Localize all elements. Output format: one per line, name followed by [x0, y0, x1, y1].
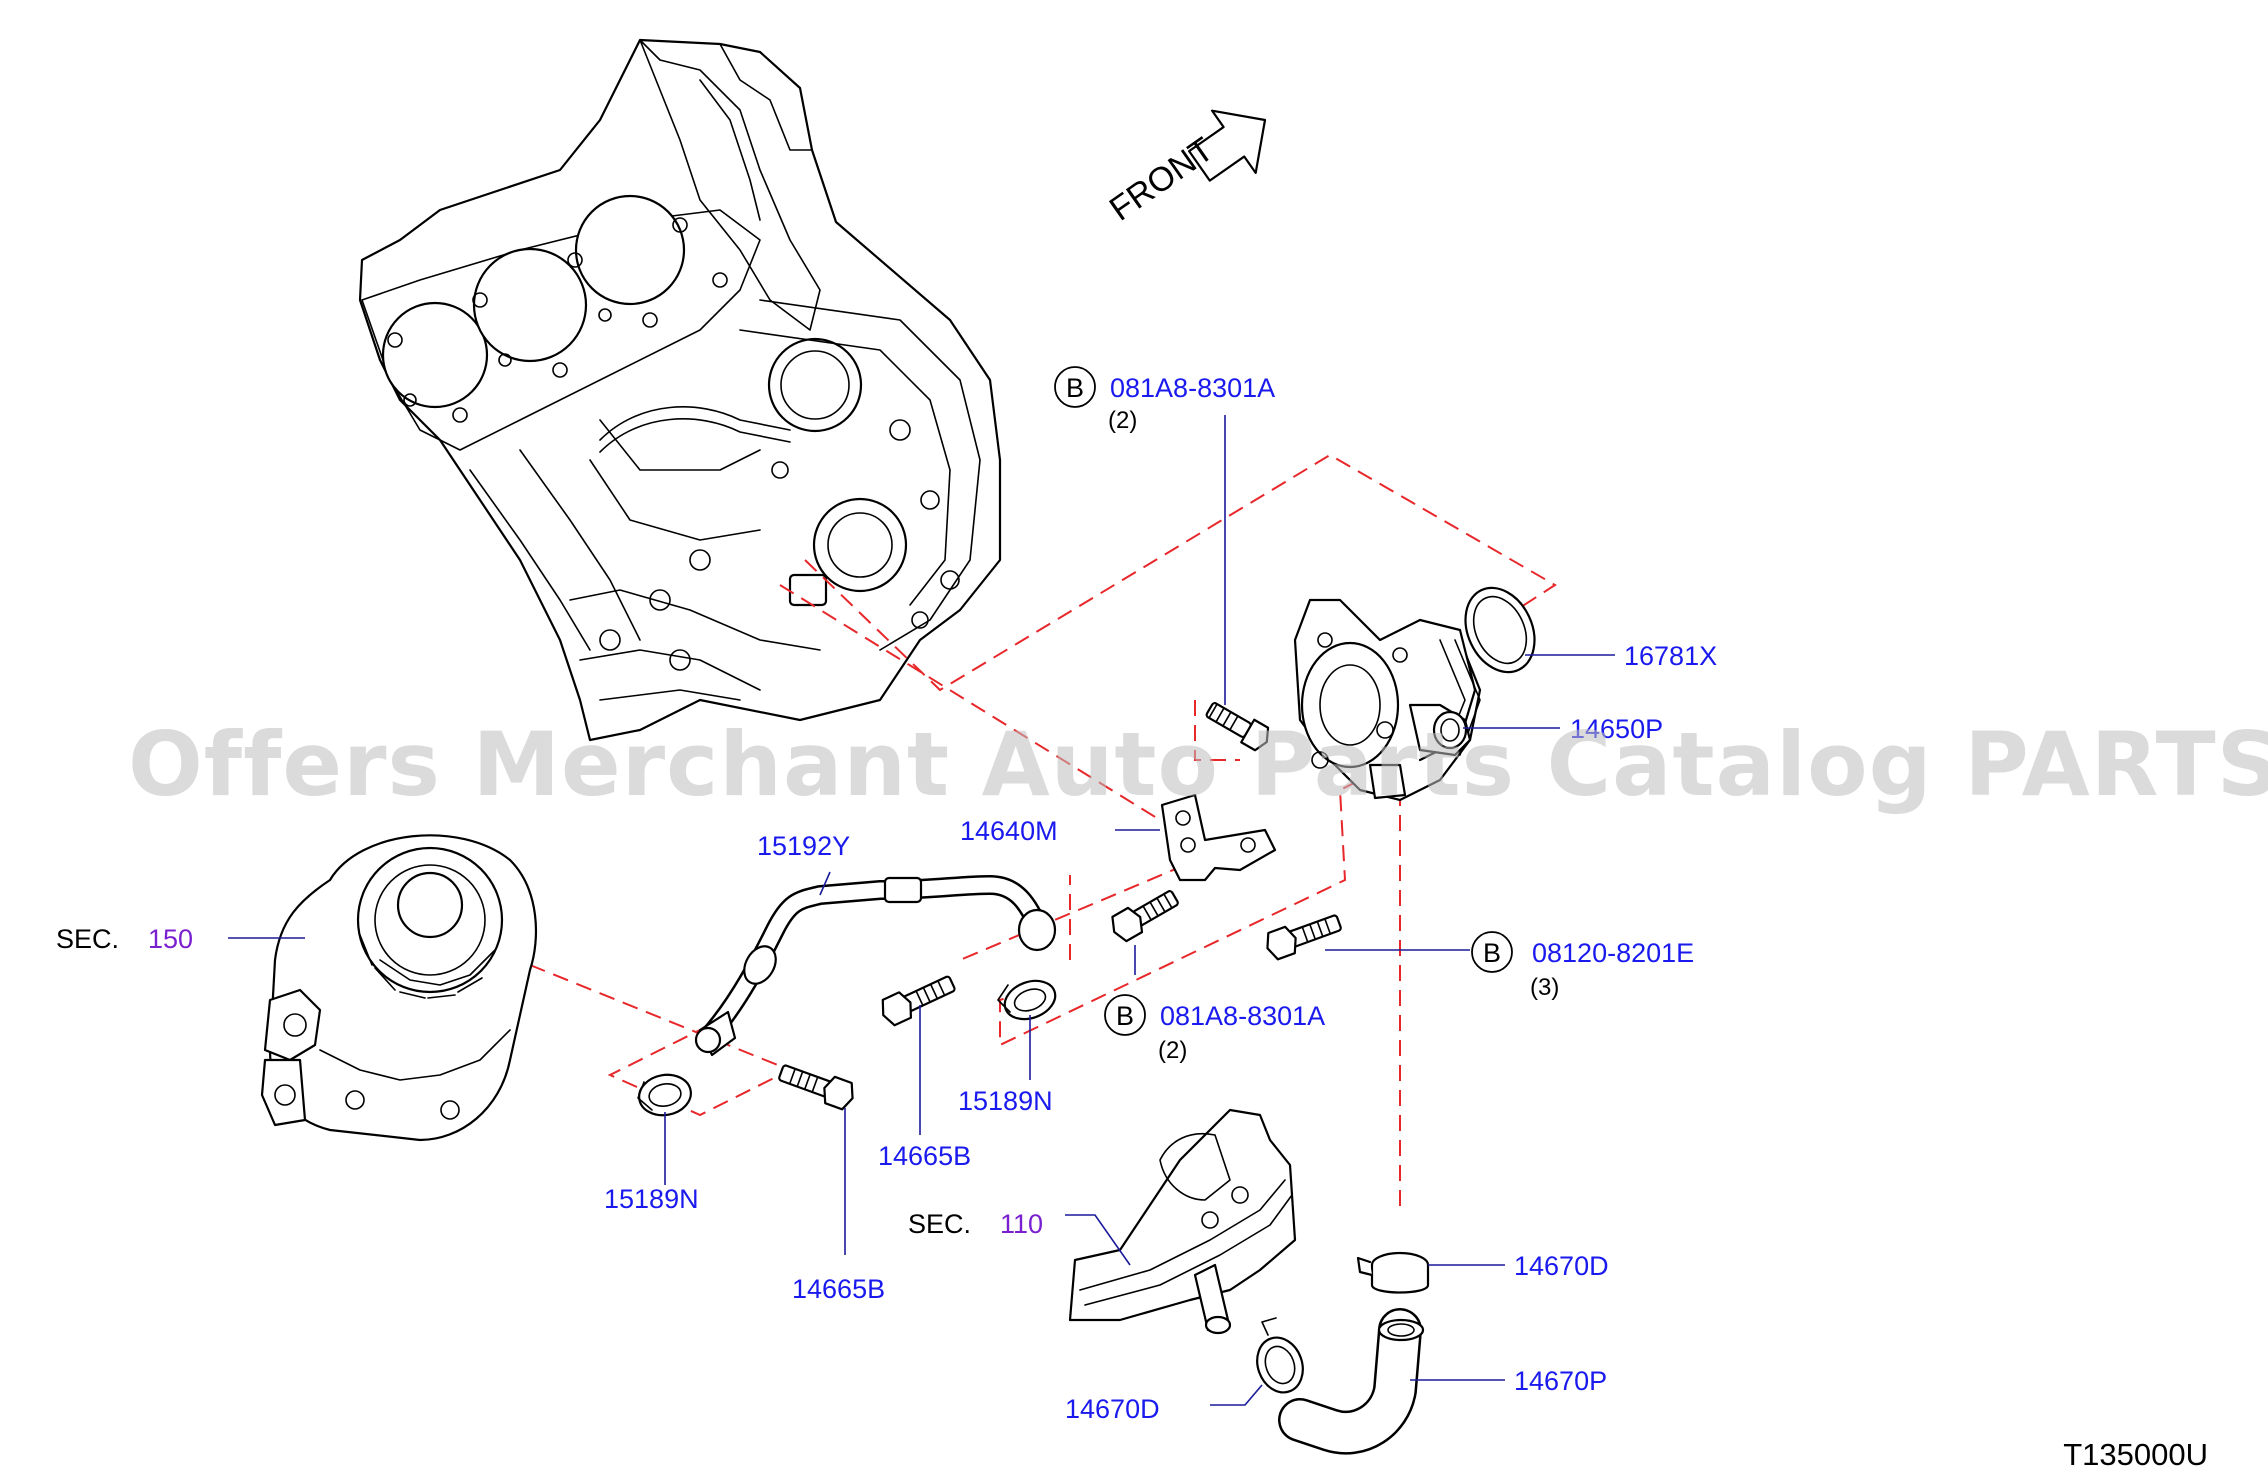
- part-label-15192y[interactable]: 15192Y: [757, 831, 850, 861]
- bolt-14665b-lower: [778, 1064, 854, 1111]
- part-label-14640m[interactable]: 14640M: [960, 816, 1058, 846]
- section-150-link[interactable]: 150: [148, 924, 193, 954]
- engine-block-illustration: [358, 38, 1002, 742]
- section-110-prefix: SEC.: [908, 1209, 971, 1239]
- clamp-15189n-left: [637, 1073, 692, 1117]
- gasket-illustration: [1464, 586, 1536, 674]
- part-label-08120-8201e[interactable]: 08120-8201E: [1532, 938, 1694, 968]
- bolt-marker-label: B: [1116, 1001, 1134, 1031]
- part-label-14670p[interactable]: 14670P: [1514, 1366, 1607, 1396]
- clamp-15189n-right: [997, 979, 1057, 1021]
- part-label-15189n-left[interactable]: 15189N: [604, 1184, 699, 1214]
- hose-clamp-lower: [1256, 1317, 1304, 1394]
- bracket-illustration: [1160, 793, 1277, 882]
- part-label-16781x[interactable]: 16781X: [1624, 641, 1717, 671]
- bolt-marker-circle: [1104, 994, 1146, 1036]
- section-110-component-illustration: [1068, 1108, 1297, 1335]
- hose-clamp-upper: [1356, 1251, 1430, 1294]
- bolt-marker-label: B: [1066, 373, 1084, 403]
- watermark-text: Offers Merchant Auto Parts Catalog PARTS…: [128, 713, 2268, 816]
- bolt-upper: [1205, 702, 1270, 752]
- part-qty-081a8-8301a-lower: (2): [1158, 1037, 1187, 1064]
- section-150-component-illustration: [260, 834, 538, 1142]
- bolt-marker-label: B: [1483, 938, 1501, 968]
- water-hose-illustration: [1278, 1308, 1425, 1455]
- part-label-14670d-upper[interactable]: 14670D: [1514, 1251, 1609, 1281]
- part-qty-081a8-8301a-upper: (2): [1108, 407, 1137, 434]
- front-label: FRONT: [1103, 130, 1221, 228]
- part-label-081a8-8301a-upper[interactable]: 081A8-8301A: [1110, 373, 1275, 403]
- front-direction-arrow: [1188, 109, 1267, 182]
- part-label-14650p[interactable]: 14650P: [1570, 714, 1663, 744]
- part-label-14670d-lower[interactable]: 14670D: [1065, 1394, 1160, 1424]
- bolt-right: [1266, 914, 1342, 961]
- label-leaders: [228, 415, 1615, 1406]
- part-label-14665b-lower[interactable]: 14665B: [792, 1274, 885, 1304]
- bolt-14665b-upper: [881, 975, 956, 1027]
- part-label-14665b-upper[interactable]: 14665B: [878, 1141, 971, 1171]
- bolt-marker-circle: [1054, 366, 1096, 408]
- part-label-15189n-right[interactable]: 15189N: [958, 1086, 1053, 1116]
- water-pump-illustration: [1293, 598, 1482, 802]
- part-label-081a8-8301a-lower[interactable]: 081A8-8301A: [1160, 1001, 1325, 1031]
- diagram-reference-code: T135000U: [2063, 1437, 2208, 1472]
- part-labels: B 081A8-8301A (2) 16781X 14650P 14640M 1…: [56, 366, 1717, 1424]
- section-150-prefix: SEC.: [56, 924, 119, 954]
- section-110-link[interactable]: 110: [1000, 1209, 1043, 1239]
- part-qty-08120-8201e: (3): [1530, 974, 1559, 1001]
- bolt-middle: [1111, 890, 1179, 943]
- bolt-marker-circle: [1471, 931, 1513, 973]
- water-pipe-illustration: [694, 874, 1057, 1057]
